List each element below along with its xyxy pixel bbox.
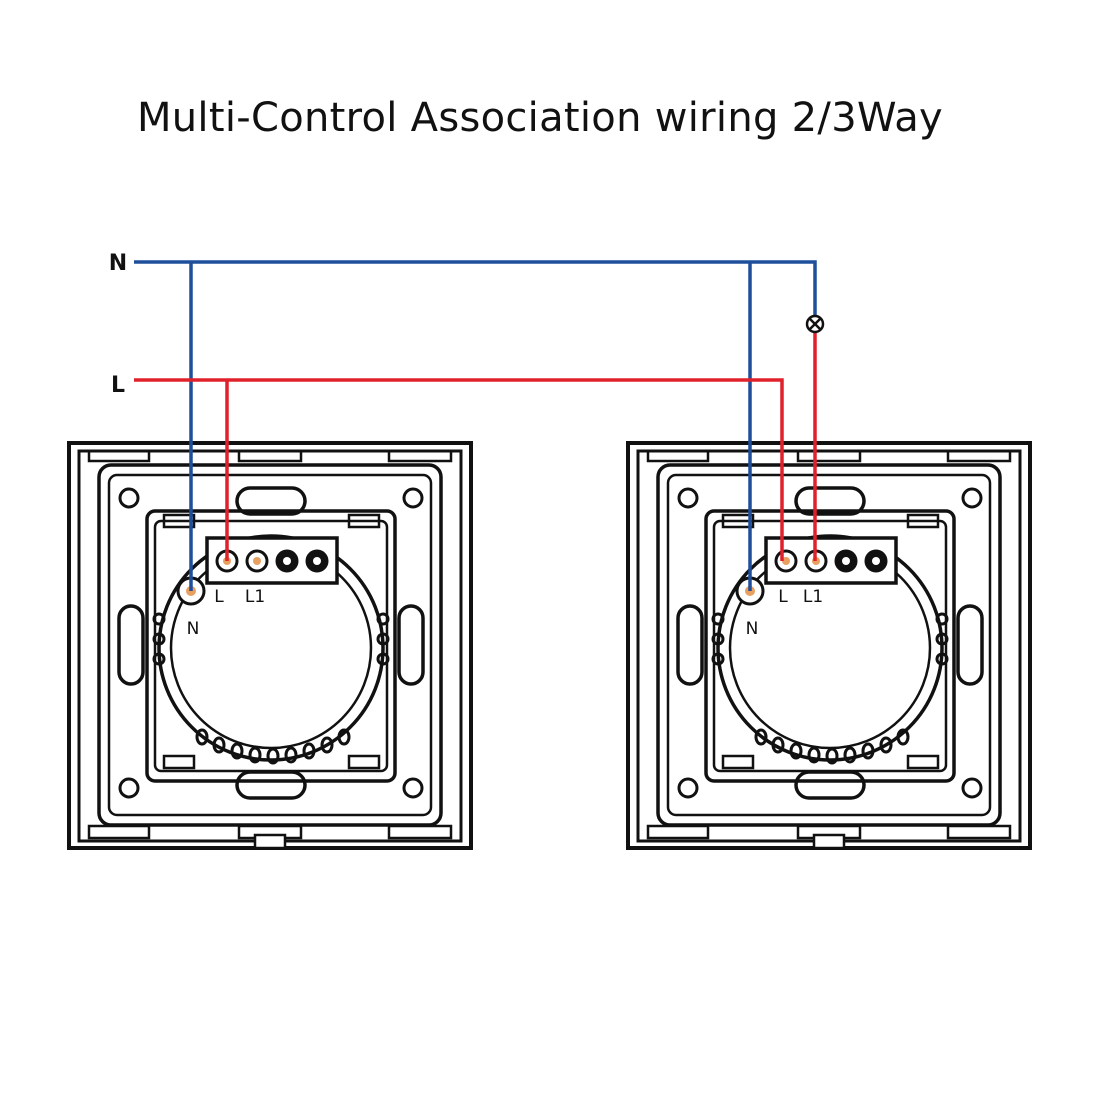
left-terminal-l-label: L (214, 587, 224, 607)
diagram-title: Multi-Control Association wiring 2/3Way (136, 95, 944, 141)
right-terminal-n-label: N (746, 619, 759, 639)
neutral-bus-wire (134, 260, 817, 315)
live-bus-wire (134, 378, 784, 561)
switch-left (67, 441, 473, 850)
live-wires (134, 332, 817, 561)
right-terminal-l1-label: L1 (803, 587, 823, 607)
right-terminal-l-label: L (778, 587, 788, 607)
neutral-bus-label: N (109, 251, 127, 276)
switch-right (626, 441, 1032, 850)
left-terminal-l1-label: L1 (245, 587, 265, 607)
live-bus-label: L (111, 373, 125, 398)
left-terminal-n-label: N (187, 619, 200, 639)
neutral-wires (134, 260, 817, 591)
lamp-icon (805, 314, 825, 334)
